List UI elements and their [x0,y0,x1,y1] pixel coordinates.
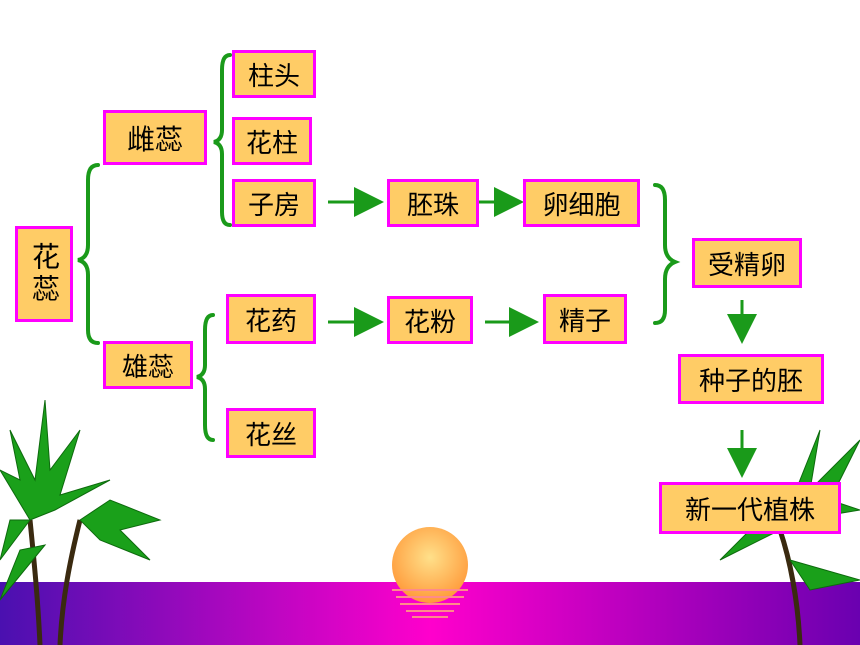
box-stamen: 雄蕊 [103,341,193,389]
pistil-label: 雌蕊 [126,122,183,156]
style-label: 花柱 [245,128,298,159]
stamen-label: 雄蕊 [121,352,174,383]
sperm-label: 精子 [558,306,611,337]
box-ovary: 子房 [232,179,316,227]
box-embryo: 种子的胚 [678,354,824,404]
box-filament: 花丝 [226,408,316,458]
sun-icon [392,527,468,603]
box-zygote: 受精卵 [692,238,802,288]
box-stigma: 柱头 [232,50,316,98]
box-pollen: 花粉 [387,296,473,344]
anther-label: 花药 [244,306,297,337]
box-root: 花蕊 [15,226,73,322]
sun-reflection [392,589,468,618]
ovary-label: 子房 [247,190,300,221]
stigma-label: 柱头 [247,61,300,92]
box-pistil: 雌蕊 [103,110,207,165]
box-sperm: 精子 [543,294,627,344]
bracket-fertilization [653,183,681,325]
box-new-plant: 新一代植株 [659,482,841,534]
filament-label: 花丝 [244,420,297,451]
pollen-label: 花粉 [403,307,456,338]
palm-tree-left-icon [0,399,162,645]
embryo-label: 种子的胚 [698,366,803,397]
bracket-stamen [196,313,215,442]
box-anther: 花药 [226,294,316,344]
bracket-root [77,163,100,345]
bracket-pistil [213,53,232,227]
root-label: 花蕊 [28,242,61,306]
box-style: 花柱 [232,117,312,165]
egg-cell-label: 卵细胞 [542,190,621,221]
box-egg-cell: 卵细胞 [523,179,640,227]
new-plant-label: 新一代植株 [684,495,815,526]
ovule-label: 胚珠 [406,190,459,221]
zygote-label: 受精卵 [707,250,786,281]
box-ovule: 胚珠 [387,179,479,227]
